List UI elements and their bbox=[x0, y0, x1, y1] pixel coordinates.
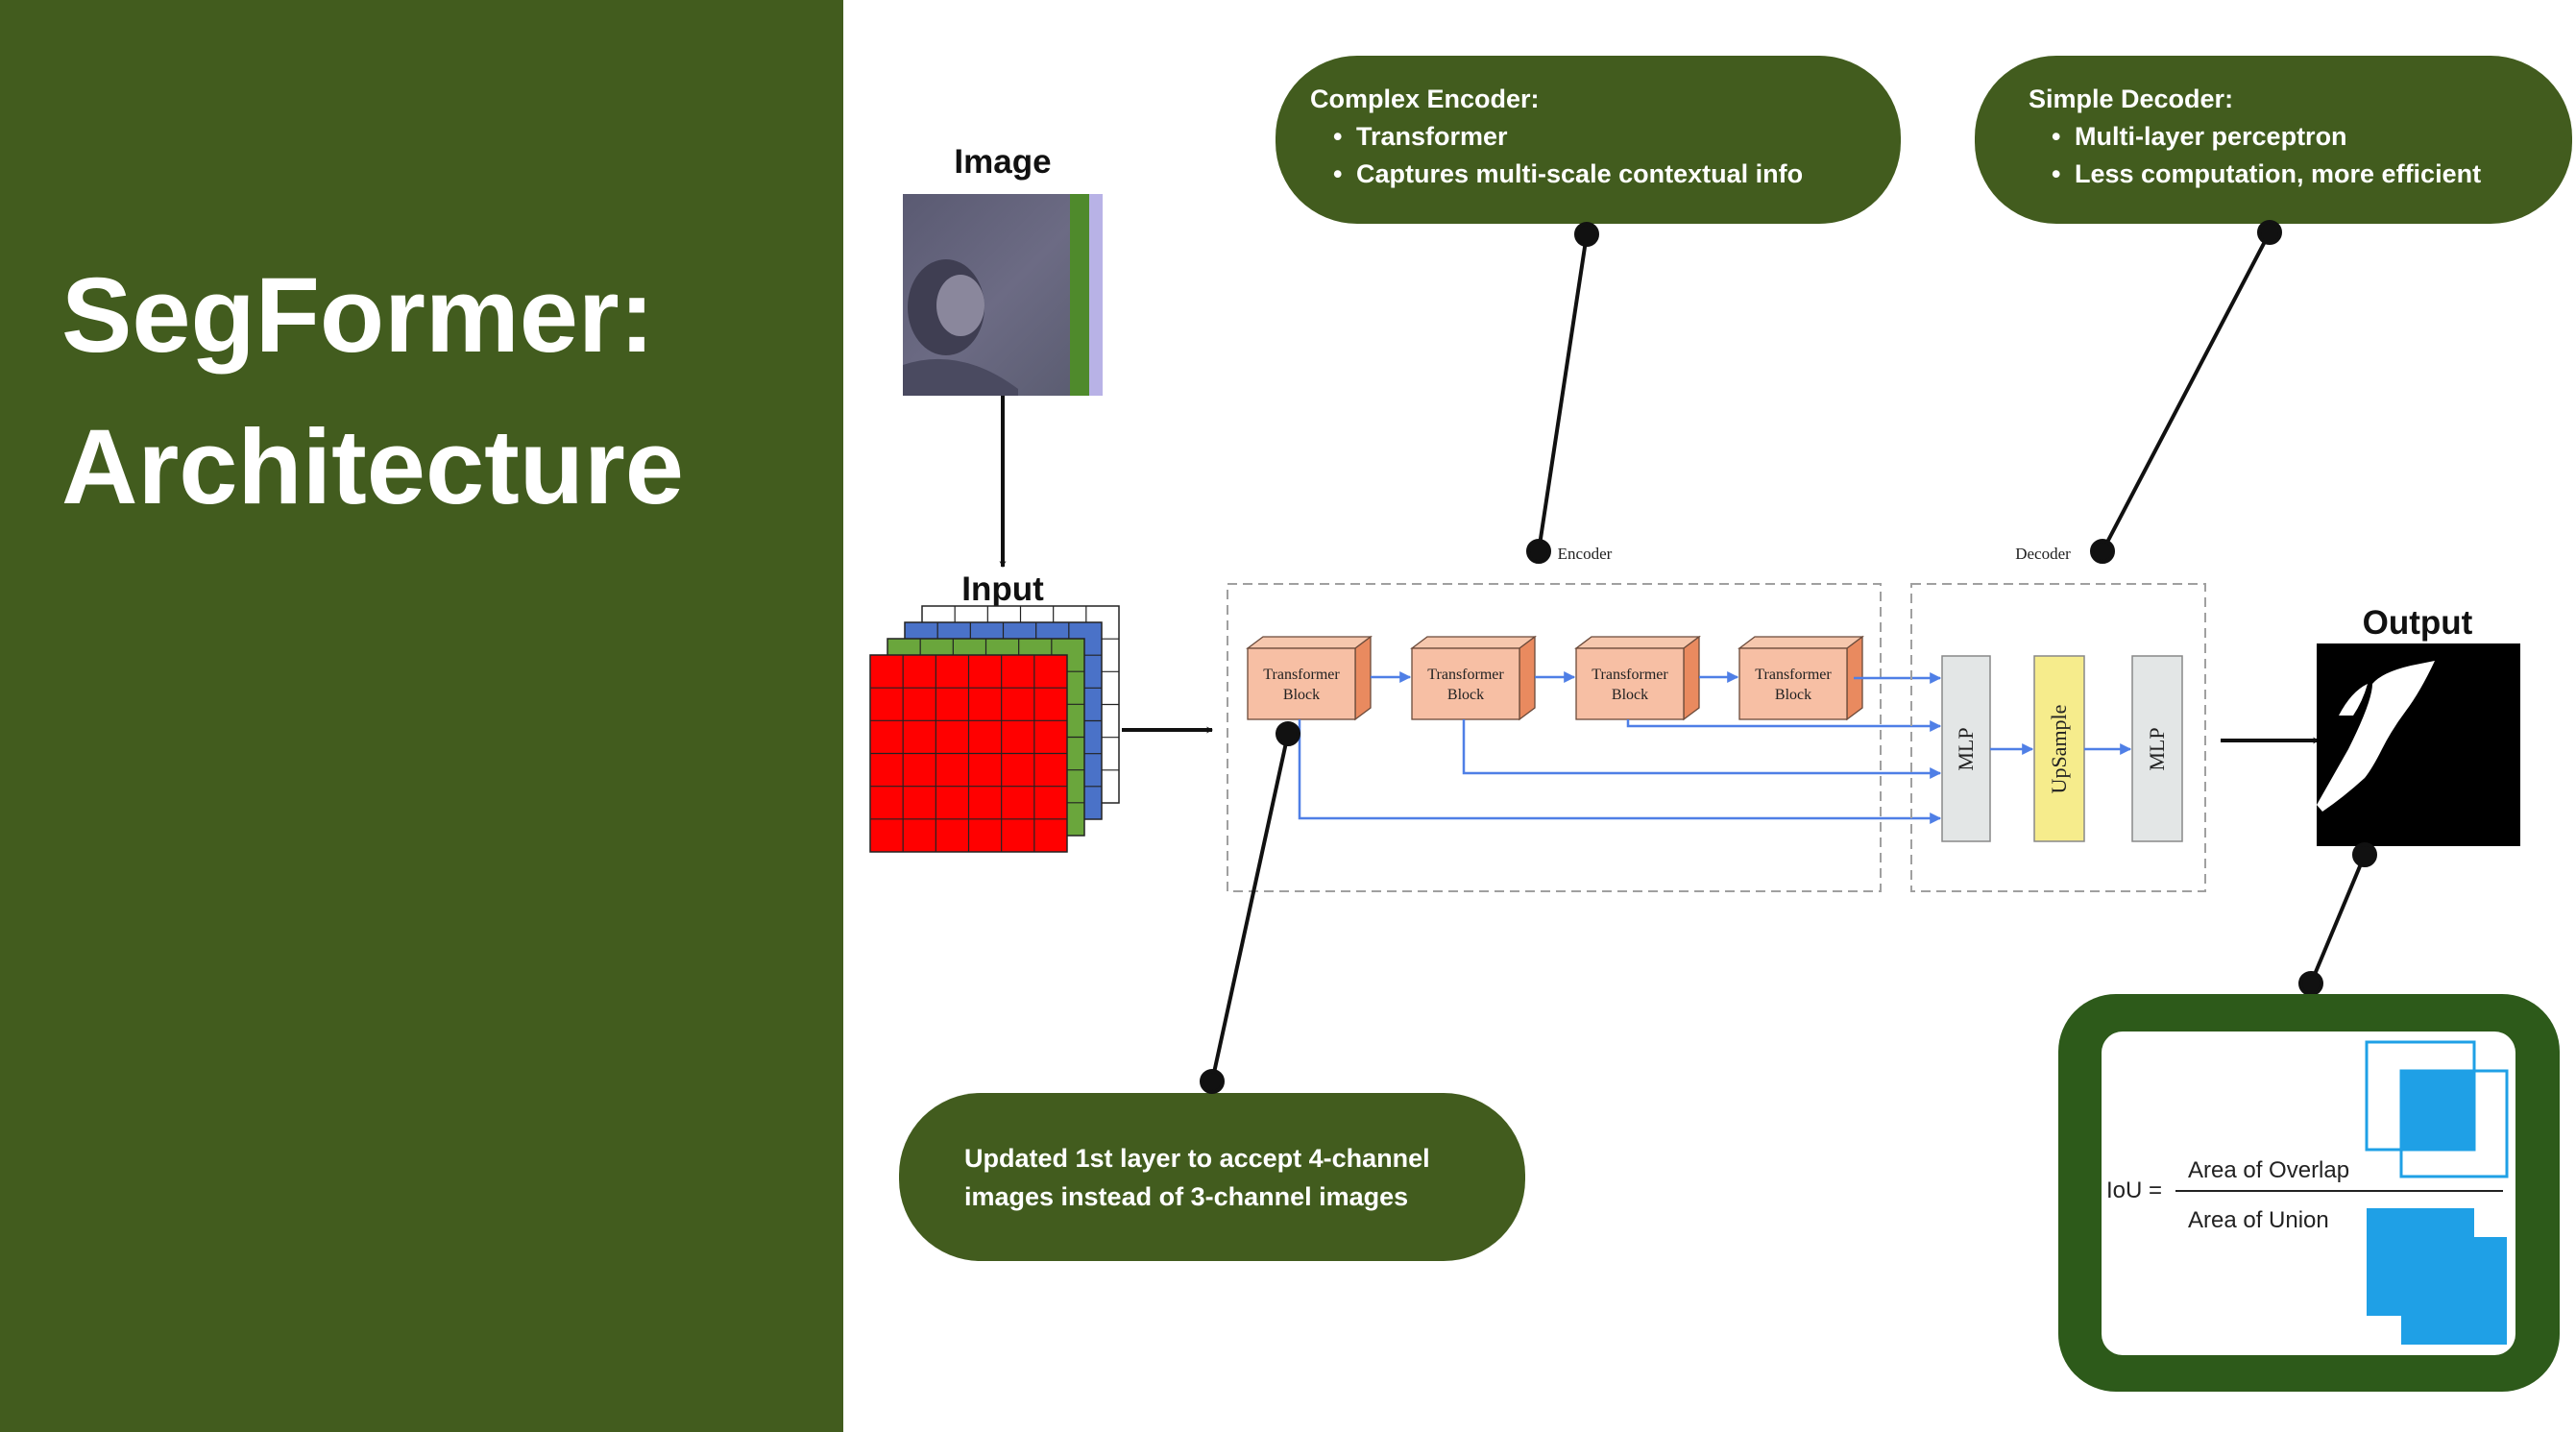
transformer-block-label: Transformer bbox=[1592, 667, 1668, 683]
encoder-callout-heading: Complex Encoder: bbox=[1310, 85, 1540, 113]
encoder-callout-bullet: Captures multi-scale contextual info bbox=[1333, 156, 1803, 193]
decoder-upsample: UpSample bbox=[2033, 655, 2085, 842]
iou-numerator: Area of Overlap bbox=[2188, 1157, 2349, 1183]
transformer-block-label: Block bbox=[1283, 687, 1320, 703]
image-label: Image bbox=[954, 143, 1051, 181]
decoder-callout-text: Simple Decoder: Multi-layer perceptron L… bbox=[2029, 81, 2481, 193]
decoder-box bbox=[1910, 583, 2206, 892]
overlap-boxes bbox=[2365, 1040, 2509, 1178]
slide-title: SegFormer: Architecture bbox=[61, 240, 684, 544]
input-callout-line-1: Updated 1st layer to accept 4-channel bbox=[964, 1144, 1430, 1173]
decoder-mlp-1: MLP bbox=[1941, 655, 1991, 842]
input-callout-line-2: images instead of 3-channel images bbox=[964, 1182, 1409, 1211]
mlp-1-label: MLP bbox=[1954, 727, 1978, 770]
upsample-label: UpSample bbox=[2047, 705, 2071, 794]
output-label: Output bbox=[2363, 604, 2473, 642]
union-boxes bbox=[2367, 1208, 2507, 1345]
transformer-block-label: Block bbox=[1612, 687, 1648, 703]
input-channel-grid bbox=[869, 654, 1068, 853]
sidebar-panel bbox=[0, 0, 843, 1432]
transformer-block-label: Transformer bbox=[1427, 667, 1504, 683]
decoder-callout-bullet: Less computation, more efficient bbox=[2052, 156, 2481, 193]
callout-connectors bbox=[1200, 220, 2377, 1094]
encoder-box bbox=[1227, 583, 1882, 892]
input-label: Input bbox=[961, 570, 1044, 608]
input-tensor-stack bbox=[869, 605, 1120, 853]
decoder-callout-heading: Simple Decoder: bbox=[2029, 85, 2234, 113]
encoder-callout-text: Complex Encoder: Transformer Captures mu… bbox=[1310, 81, 1803, 193]
encoder-callout-bullet: Transformer bbox=[1333, 118, 1803, 156]
iou-denominator: Area of Union bbox=[2188, 1207, 2329, 1233]
decoder-mlp-2: MLP bbox=[2131, 655, 2183, 842]
decoder-callout-list: Multi-layer perceptron Less computation,… bbox=[2029, 118, 2481, 193]
segmentation-mask bbox=[2317, 643, 2520, 846]
decoder-label: Decoder bbox=[2015, 545, 2071, 563]
iou-lhs: IoU = bbox=[2106, 1177, 2162, 1203]
transformer-block-label: Block bbox=[1447, 687, 1484, 703]
transformer-block-label: Transformer bbox=[1755, 667, 1832, 683]
title-line-2: Architecture bbox=[61, 408, 684, 526]
skip-connections bbox=[1298, 672, 1942, 824]
satellite-image-thumbnail bbox=[903, 194, 1103, 396]
input-callout-text: Updated 1st layer to accept 4-channel im… bbox=[964, 1139, 1430, 1216]
transformer-block-label: Transformer bbox=[1263, 667, 1340, 683]
decoder-callout-bullet: Multi-layer perceptron bbox=[2052, 118, 2481, 156]
transformer-block-label: Block bbox=[1775, 687, 1811, 703]
mlp-2-label: MLP bbox=[2145, 727, 2169, 770]
encoder-callout-list: Transformer Captures multi-scale context… bbox=[1310, 118, 1803, 193]
title-line-1: SegFormer: bbox=[61, 256, 655, 375]
input-callout bbox=[899, 1093, 1525, 1261]
encoder-label: Encoder bbox=[1558, 545, 1613, 563]
